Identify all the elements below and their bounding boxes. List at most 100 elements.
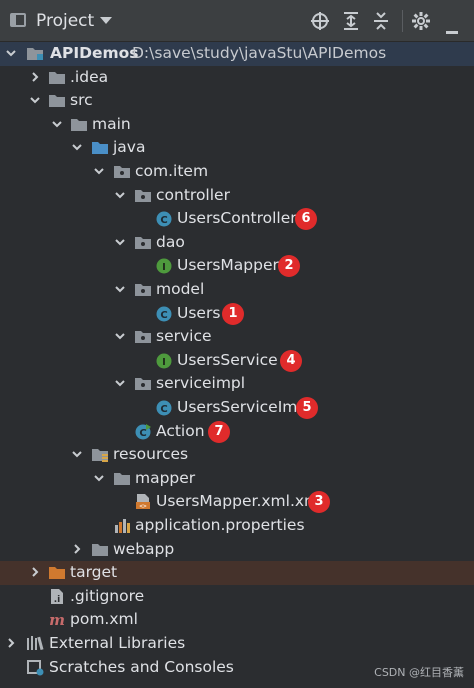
interface-icon: I <box>155 257 173 274</box>
tree-node-com-item[interactable]: com.item <box>0 160 474 184</box>
tree-node-java[interactable]: java <box>0 136 474 160</box>
svg-text:C: C <box>160 215 167 226</box>
tree-node-external-libraries[interactable]: External Libraries <box>0 632 474 656</box>
svg-text:C: C <box>160 404 167 415</box>
folder-icon <box>70 116 88 133</box>
folder-icon <box>91 541 109 558</box>
chevron-down-icon[interactable] <box>115 284 125 294</box>
tree-node-gitignore[interactable]: .i .gitignore <box>0 585 474 609</box>
chevron-down-icon[interactable] <box>100 17 112 24</box>
watermark: CSDN @红目香薰 <box>374 666 464 679</box>
chevron-down-icon[interactable] <box>72 142 82 152</box>
tree-label-scratches: Scratches and Consoles <box>49 657 234 676</box>
package-icon <box>113 163 131 180</box>
tree-label-controller: controller <box>156 185 230 204</box>
tree-node-target[interactable]: target <box>0 561 474 585</box>
tree-node-pom[interactable]: m pom.xml <box>0 608 474 632</box>
chevron-right-icon[interactable] <box>72 543 82 554</box>
tree-label-pom: pom.xml <box>70 610 138 629</box>
tree-node-application-properties[interactable]: application.properties <box>0 514 474 538</box>
tree-node-model[interactable]: model <box>0 278 474 302</box>
tree-label-java: java <box>113 138 146 157</box>
tree-label-gitignore: .gitignore <box>70 586 145 605</box>
runnable-class-icon: C <box>134 423 152 440</box>
tree-node-idea[interactable]: .idea <box>0 66 474 90</box>
chevron-down-icon[interactable] <box>115 237 125 247</box>
chevron-down-icon[interactable] <box>6 48 16 58</box>
svg-text:<>: <> <box>139 503 147 510</box>
settings-gear-icon[interactable] <box>411 11 431 31</box>
tree-node-main[interactable]: main <box>0 113 474 137</box>
annotation-badge-1: 1 <box>222 302 244 325</box>
tree-node-controller[interactable]: controller <box>0 184 474 208</box>
chevron-right-icon[interactable] <box>6 638 16 648</box>
tree-node-scratches[interactable]: Scratches and Consoles <box>0 656 474 680</box>
tree-label-idea: .idea <box>70 67 109 86</box>
folder-icon <box>48 92 66 109</box>
project-view-title[interactable]: Project <box>36 11 95 31</box>
chevron-down-icon[interactable] <box>94 473 104 483</box>
chevron-right-icon[interactable] <box>30 71 40 82</box>
annotation-badge-5: 5 <box>296 397 318 419</box>
tree-node-users-service[interactable]: I UsersService 4 <box>0 349 474 373</box>
annotation-badge-6: 6 <box>295 208 317 231</box>
tree-node-users-mapper-xml[interactable]: <> UsersMapper.xml.xml 3 <box>0 490 474 514</box>
annotation-badge-3: 3 <box>308 491 330 514</box>
module-folder-icon <box>26 45 44 62</box>
tree-node-dao[interactable]: dao <box>0 231 474 255</box>
tree-node-resources[interactable]: resources <box>0 443 474 467</box>
svg-text:I: I <box>162 357 166 368</box>
minimize-icon[interactable] <box>446 20 458 34</box>
library-icon <box>26 635 44 652</box>
expand-all-icon[interactable] <box>341 11 361 31</box>
tree-node-action[interactable]: C Action 7 <box>0 420 474 444</box>
tree-node-apidemos[interactable]: APIDemos D:\save\study\javaStu\APIDemos <box>0 42 474 66</box>
toolbar-divider <box>402 10 403 32</box>
tree-node-users-controller[interactable]: C UsersController 6 <box>0 207 474 231</box>
annotation-badge-2: 2 <box>278 255 300 278</box>
chevron-down-icon[interactable] <box>30 95 40 105</box>
svg-text:.i: .i <box>54 595 61 605</box>
package-icon <box>134 187 152 204</box>
tree-label-users-service: UsersService <box>177 350 278 369</box>
tree-label-dao: dao <box>156 232 185 251</box>
root-project-path: D:\save\study\javaStu\APIDemos <box>132 44 387 62</box>
tree-node-src[interactable]: src <box>0 89 474 113</box>
tree-label-service: service <box>156 327 212 346</box>
tree-label-mapper: mapper <box>135 468 196 487</box>
chevron-down-icon[interactable] <box>115 378 125 388</box>
tree-node-users-mapper[interactable]: I UsersMapper 2 <box>0 254 474 278</box>
class-icon: C <box>155 305 173 322</box>
resources-folder-icon <box>91 446 109 463</box>
annotation-badge-4: 4 <box>280 349 302 372</box>
properties-file-icon <box>113 517 131 534</box>
collapse-all-icon[interactable] <box>371 11 391 31</box>
tree-label-webapp: webapp <box>113 539 175 558</box>
folder-icon <box>48 69 66 86</box>
svg-text:I: I <box>162 262 166 273</box>
annotation-badge-7: 7 <box>208 420 230 443</box>
tree-node-users-service-impl[interactable]: C UsersServiceImpl 5 <box>0 396 474 420</box>
chevron-down-icon[interactable] <box>72 449 82 459</box>
chevron-right-icon[interactable] <box>30 567 40 577</box>
tree-label-src: src <box>70 91 93 110</box>
chevron-down-icon[interactable] <box>115 190 125 200</box>
package-icon <box>134 375 152 392</box>
chevron-down-icon[interactable] <box>52 119 62 129</box>
tree-label-action: Action <box>156 421 205 440</box>
tree-label-main: main <box>92 114 131 133</box>
chevron-down-icon[interactable] <box>115 331 125 341</box>
tree-label-users-service-impl: UsersServiceImpl <box>177 398 312 416</box>
locate-icon[interactable] <box>310 11 330 31</box>
tree-node-service[interactable]: service <box>0 325 474 349</box>
tree-node-users[interactable]: C Users 1 <box>0 302 474 326</box>
root-project-name: APIDemos <box>50 44 139 62</box>
chevron-down-icon[interactable] <box>94 166 104 176</box>
gitignore-file-icon: .i <box>48 588 66 605</box>
tree-node-mapper[interactable]: mapper <box>0 467 474 491</box>
tree-node-webapp[interactable]: webapp <box>0 538 474 562</box>
xml-file-icon: <> <box>134 493 152 510</box>
scratches-icon <box>26 659 44 676</box>
svg-text:m: m <box>49 611 65 628</box>
tree-node-serviceimpl[interactable]: serviceimpl <box>0 372 474 396</box>
